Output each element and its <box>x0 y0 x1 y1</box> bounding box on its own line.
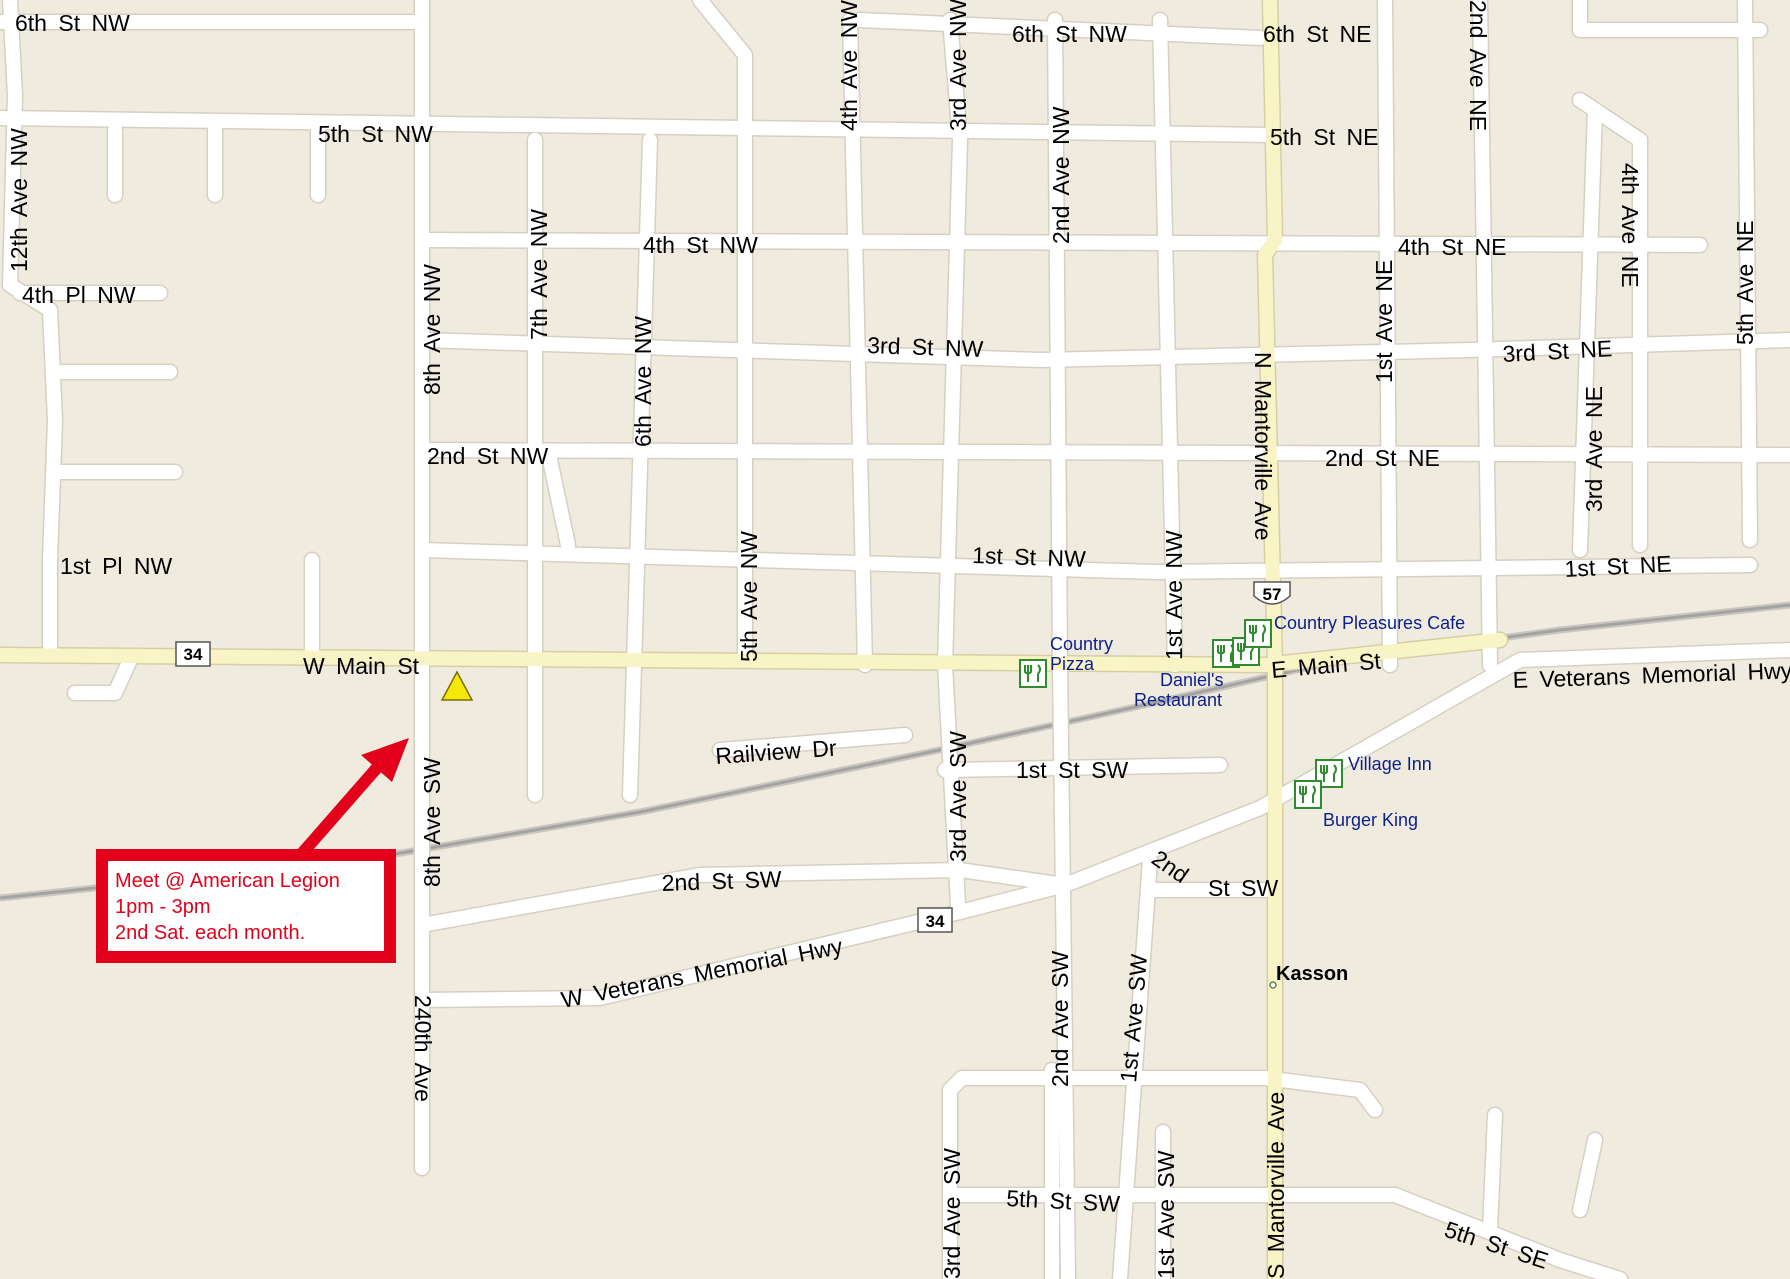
callout-line: 2nd Sat. each month. <box>115 922 305 944</box>
street-label: 5th St SW <box>1006 1185 1121 1217</box>
street-label: 7th Ave NW <box>526 209 552 340</box>
street-label: 5th St NE <box>1270 124 1378 150</box>
street-label: 4th St NW <box>643 232 758 258</box>
street-label: 240th Ave <box>410 995 436 1102</box>
highway-shield-34-west: 34 <box>175 641 211 667</box>
poi-label-daniels[interactable]: Restaurant <box>1134 690 1222 710</box>
highway-shield-57: 57 <box>1253 581 1291 605</box>
highway-shield-34-south: 34 <box>917 907 953 933</box>
callout-line: 1pm - 3pm <box>115 896 211 918</box>
street-label: 12th Ave NW <box>6 128 32 272</box>
street-label: S Mantorville Ave <box>1263 1092 1289 1279</box>
street-label: 5th Ave NW <box>736 531 762 662</box>
fork-knife-icon[interactable] <box>1244 619 1272 648</box>
street-label: 8th Ave SW <box>419 757 445 887</box>
street-label: St SW <box>1208 875 1278 901</box>
street-label: 6th St NE <box>1263 21 1371 47</box>
street-label: 2nd Ave SW <box>1047 951 1073 1087</box>
poi-label-country-pizza[interactable]: Country <box>1050 634 1113 654</box>
street-label: 6th St NW <box>15 10 130 36</box>
street-label: 1st Ave SW <box>1153 1150 1179 1279</box>
street-label: 6th St NW <box>1012 21 1127 47</box>
svg-text:57: 57 <box>1263 585 1282 604</box>
street-label: 8th Ave NW <box>419 264 445 395</box>
svg-text:34: 34 <box>184 645 203 664</box>
street-label: 3rd St NE <box>1502 335 1613 367</box>
street-label: 4th Ave NE <box>1617 163 1643 288</box>
street-label: W Main St <box>303 653 420 679</box>
street-label: 1st Ave NW <box>1161 530 1187 660</box>
street-label: 4th St NE <box>1398 234 1506 260</box>
poi-label-country-pleasures[interactable]: Country Pleasures Cafe <box>1274 613 1465 633</box>
poi-label-daniels[interactable]: Daniel's <box>1160 670 1223 690</box>
street-label: 2nd St SW <box>661 866 782 896</box>
fork-knife-icon[interactable] <box>1019 659 1047 688</box>
street-label: 2nd St NW <box>427 443 548 469</box>
town-kasson: Kasson <box>1269 963 1348 989</box>
poi-label-country-pizza[interactable]: Pizza <box>1050 654 1095 674</box>
svg-text:Kasson: Kasson <box>1276 963 1348 985</box>
fork-knife-icon[interactable] <box>1294 780 1322 809</box>
street-label: 1st Pl NW <box>60 553 173 579</box>
street-label: 1st St NW <box>972 542 1087 572</box>
street-label: 2nd Ave NW <box>1048 106 1074 244</box>
railway <box>0 601 1790 902</box>
street-label: 5th Ave NE <box>1732 220 1758 345</box>
meeting-callout: Meet @ American Legion 1pm - 3pm 2nd Sat… <box>96 849 396 963</box>
street-label: 3rd Ave NW <box>945 0 971 131</box>
street-label: 5th St NW <box>318 121 433 147</box>
street-label: 6th Ave NW <box>630 316 656 447</box>
street-label: 1st St NE <box>1564 550 1672 582</box>
street-label: 4th Pl NW <box>22 282 136 308</box>
street-label: 3rd Ave NE <box>1581 386 1607 512</box>
poi-label-village-inn[interactable]: Village Inn <box>1348 754 1432 774</box>
triangle-marker-icon[interactable] <box>440 670 474 701</box>
poi-label-burger-king[interactable]: Burger King <box>1323 810 1418 830</box>
street-label: 1st Ave NE <box>1371 260 1397 383</box>
callout-arrow <box>296 738 409 859</box>
street-label: 3rd Ave SW <box>939 1148 965 1279</box>
street-label: N Mantorville Ave <box>1250 352 1276 541</box>
street-label: 3rd St NW <box>867 332 984 362</box>
street-label: 1st St SW <box>1016 757 1129 783</box>
street-label: 2nd Ave NE <box>1465 0 1491 131</box>
street-label: 4th Ave NW <box>836 0 862 131</box>
street-label: 2nd St NE <box>1325 445 1440 471</box>
svg-text:34: 34 <box>926 912 945 931</box>
street-label: 3rd Ave SW <box>945 731 971 862</box>
callout-line: Meet @ American Legion <box>115 870 340 892</box>
highways <box>0 0 1507 1279</box>
